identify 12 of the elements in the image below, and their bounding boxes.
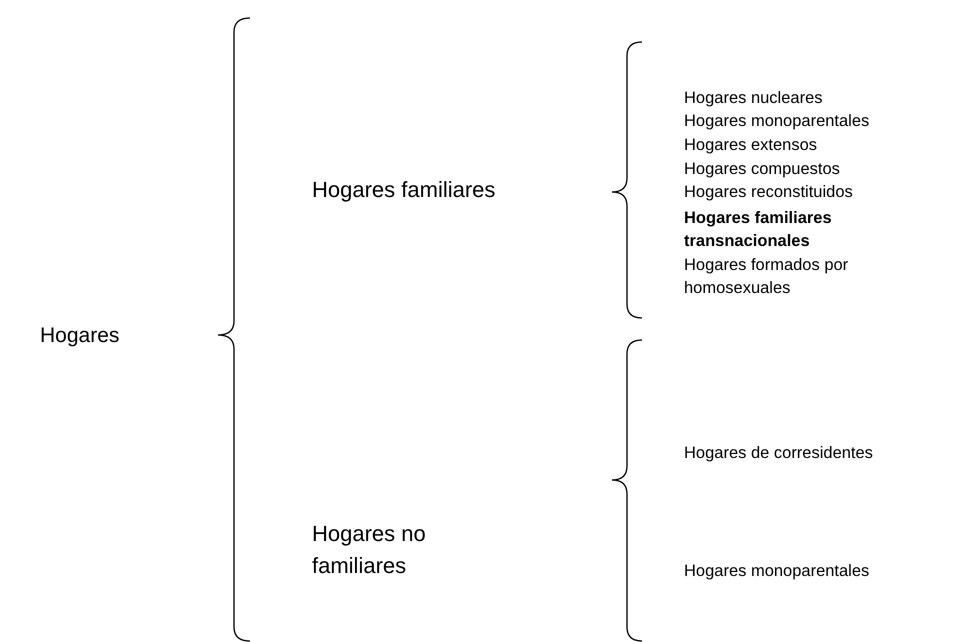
type-label: Hogares monoparentales bbox=[684, 112, 870, 130]
type-label: Hogares familiares transnacionales bbox=[684, 208, 833, 252]
subcategory-label: Hogares no familiares bbox=[312, 520, 427, 580]
type-label: Hogares compuestos bbox=[684, 160, 840, 178]
type-label: Hogares reconstituidos bbox=[684, 183, 853, 202]
type-label: Hogares de corresidentes bbox=[684, 444, 873, 462]
subcategory-label: Hogares familiares bbox=[312, 178, 496, 202]
type-label: Hogares extensos bbox=[684, 136, 817, 154]
category-label: Hogares bbox=[40, 324, 120, 348]
type-label: Hogares formados por homosexuales bbox=[684, 255, 850, 300]
type-label: Hogares monoparentales bbox=[684, 562, 870, 580]
type-label: Hogares nucleares bbox=[684, 89, 822, 108]
